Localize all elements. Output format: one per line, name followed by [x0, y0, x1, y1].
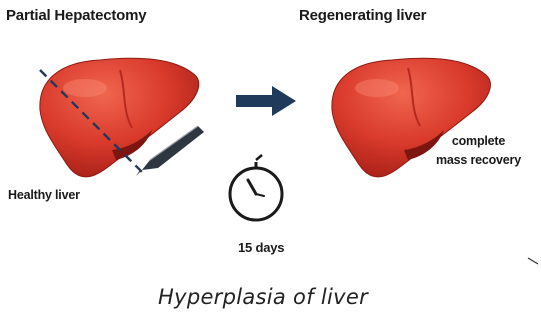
right-arrow-icon: [236, 86, 296, 116]
mass-recovery-line: mass recovery: [436, 151, 521, 170]
caption: Hyperplasia of liver: [158, 285, 368, 309]
healthy-liver-label: Healthy liver: [8, 188, 80, 202]
time-label: 15 days: [238, 240, 284, 255]
stray-mark: [528, 258, 538, 264]
mass-recovery-label: complete mass recovery: [436, 132, 521, 170]
regenerating-liver-title: Regenerating liver: [299, 7, 426, 24]
stopwatch-icon: [230, 155, 282, 220]
partial-hepatectomy-title: Partial Hepatectomy: [6, 7, 146, 24]
healthy-liver: [40, 58, 199, 177]
complete-line: complete: [436, 132, 521, 151]
